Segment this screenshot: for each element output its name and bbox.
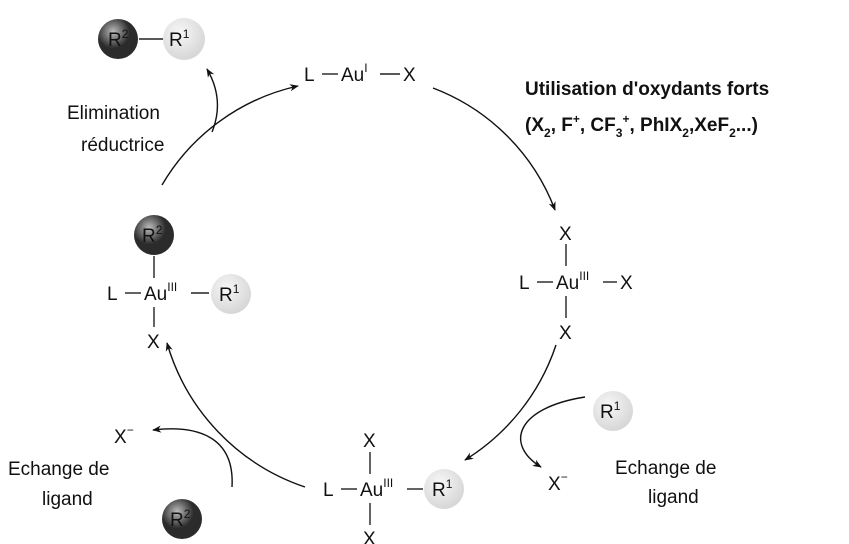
svg-text:R2: R2 [108, 27, 129, 51]
elimination-side-arrow [206, 68, 219, 133]
left-exchange-line1: Echange de [8, 459, 109, 480]
right-x-right: X [620, 273, 633, 294]
bottom-l: L [323, 480, 334, 501]
complex-au-iii-r1-r2: R2 L AuIII R1 X [107, 215, 251, 353]
svg-text:AuIII: AuIII [556, 269, 589, 294]
top-l: L [304, 65, 315, 86]
right-r1-label: R [600, 402, 614, 423]
right-ligand-exchange: R1 X− Echange de ligand [548, 391, 716, 508]
left-r2-sphere-top [134, 215, 174, 255]
bottom-ox: III [383, 476, 393, 490]
right-ox: III [579, 269, 589, 283]
right-metal: Au [556, 273, 579, 294]
right-x-leaving: X [548, 474, 561, 495]
bottom-x-bottom: X [363, 529, 376, 544]
product-r1-label: R [169, 30, 183, 51]
product-r2-sup: 2 [122, 27, 129, 41]
left-x-leaving: X [114, 427, 127, 448]
elimination-line1: Elimination [67, 103, 160, 124]
elimination-line2: réductrice [81, 135, 164, 156]
right-exchange-side-arrow [519, 396, 586, 468]
right-exchange-line1: Echange de [615, 458, 716, 479]
left-cx-r1-label: R [219, 285, 233, 306]
right-exchange-line2: ligand [648, 487, 699, 508]
svg-text:AuIII: AuIII [144, 280, 177, 305]
complex-au-iii-r1: X L AuIII R1 X [323, 431, 464, 544]
product-r2-label: R [108, 30, 122, 51]
left-exchange-side-arrow [152, 425, 233, 488]
right-r1-sup: 1 [614, 399, 621, 413]
product-r1-sup: 1 [183, 27, 190, 41]
left-ox: III [167, 280, 177, 294]
svg-text:R1: R1 [600, 399, 621, 423]
top-x: X [403, 65, 416, 86]
bottom-r1-label: R [432, 480, 446, 501]
right-x-top: X [559, 224, 572, 245]
top-metal: Au [341, 65, 364, 86]
svg-text:R1: R1 [169, 27, 190, 51]
r2-sphere [98, 19, 138, 59]
left-cx-r1-sup: 1 [233, 282, 240, 296]
bottom-metal: Au [360, 480, 383, 501]
bottom-x-top: X [363, 431, 376, 452]
left-x-charge: − [127, 423, 134, 437]
cycle-arrow-oxidation [432, 87, 556, 211]
oxidation-list: (X2, F+, CF3+, PhIX2,XeF2...) [525, 112, 758, 140]
left-cx-r2-sup: 2 [156, 223, 163, 237]
svg-text:R1: R1 [219, 282, 240, 306]
left-ligand-exchange: X− Echange de ligand R2 [8, 423, 202, 539]
left-metal: Au [144, 284, 167, 305]
left-cx-r2-label: R [142, 226, 156, 247]
product-r2-r1: R2 R1 [98, 18, 205, 60]
cycle-arrow-right-exchange [464, 344, 557, 461]
left-x-bottom: X [147, 332, 160, 353]
svg-text:X−: X− [548, 470, 568, 495]
complex-au-i: L AuI X [304, 61, 416, 86]
right-r1-sphere [593, 391, 633, 431]
r1-sphere [163, 18, 205, 60]
svg-text:X−: X− [114, 423, 134, 448]
cycle-arrow-elimination [161, 84, 299, 186]
right-x-bottom: X [559, 323, 572, 344]
complex-au-iii-tetrahalide: X L AuIII X X [519, 224, 633, 344]
left-r1-sphere [211, 274, 251, 314]
bottom-r1-sphere [424, 469, 464, 509]
right-x-charge: − [561, 470, 568, 484]
svg-text:AuI: AuI [341, 61, 368, 86]
svg-text:R1: R1 [432, 477, 453, 501]
bottom-r1-sup: 1 [446, 477, 453, 491]
left-exchange-line2: ligand [42, 489, 93, 510]
svg-text:AuIII: AuIII [360, 476, 393, 501]
left-l: L [107, 284, 118, 305]
left-r2-sphere [162, 499, 202, 539]
svg-text:R2: R2 [142, 223, 163, 247]
left-r2-label: R [170, 510, 184, 531]
cycle-arrow-left-exchange [165, 342, 306, 488]
top-ox: I [364, 61, 367, 75]
oxidation-title: Utilisation d'oxydants forts [525, 79, 769, 100]
right-l: L [519, 273, 530, 294]
left-r2-sup: 2 [184, 507, 191, 521]
svg-text:R2: R2 [170, 507, 191, 531]
